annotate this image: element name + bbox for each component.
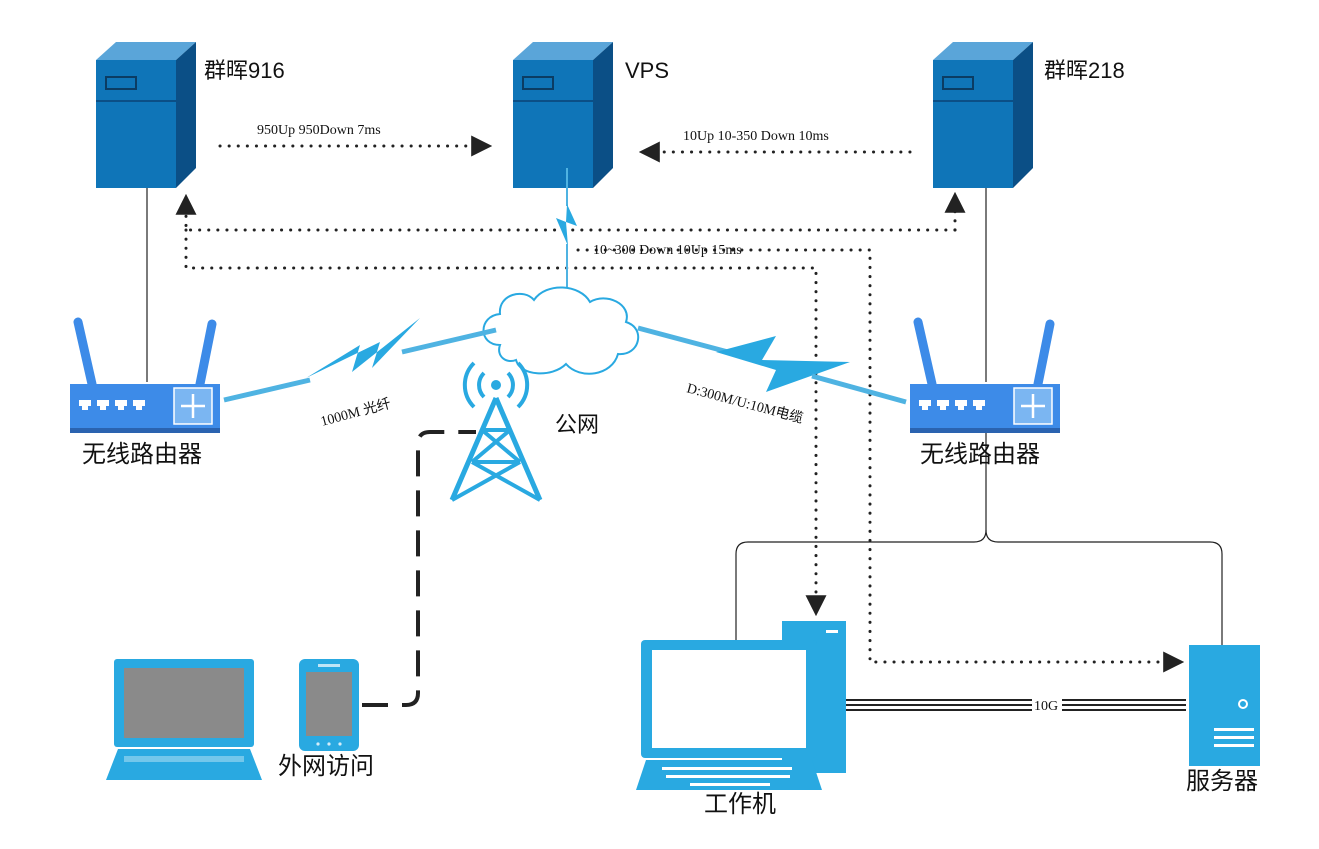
internet-label: 公网 — [555, 412, 599, 437]
vps-server-icon — [513, 42, 613, 188]
router-workstation-line — [735, 432, 987, 645]
fiber-lightning-icon — [223, 318, 497, 403]
nas218-label: 群晖218 — [1044, 58, 1125, 83]
vps-label: VPS — [625, 58, 669, 83]
nas916-nas218-path — [175, 193, 957, 232]
ten-g-link — [846, 699, 1186, 711]
to-server-path — [576, 248, 1185, 673]
nas218-server-icon — [933, 42, 1033, 188]
vps-down-edge-label: 10~300 Down 10Up 15ms — [593, 243, 742, 258]
external-access-label: 外网访问 — [278, 753, 374, 780]
cable-lightning-icon — [637, 325, 907, 405]
external-access-link — [362, 430, 476, 707]
ten-g-edge-label: 10G — [1034, 699, 1058, 714]
cloud-icon — [482, 286, 640, 375]
vps-cloud-lightning-icon — [556, 168, 577, 290]
tablet-icon — [299, 659, 359, 751]
router-right-icon — [910, 317, 1060, 433]
workstation-icon — [636, 621, 846, 790]
ten-g-label-bg — [1032, 697, 1062, 713]
cell-tower-icon — [449, 361, 543, 502]
laptop-icon — [106, 659, 262, 780]
router-left-icon — [70, 317, 220, 433]
nas916-server-icon — [96, 42, 196, 188]
workstation-label: 工作机 — [704, 791, 776, 818]
server-icon — [1189, 645, 1260, 766]
router-server-line — [985, 529, 1223, 645]
fiber-edge-label: 1000M 光纤 — [319, 396, 393, 430]
cable-edge-label: D:300M/U:10M电缆 — [685, 380, 805, 426]
router-left-label: 无线路由器 — [82, 441, 202, 468]
nas218-vps-edge-label: 10Up 10-350 Down 10ms — [683, 129, 829, 144]
router-right-label: 无线路由器 — [920, 441, 1040, 468]
nas916-label: 群晖916 — [204, 58, 285, 83]
server-label: 服务器 — [1186, 768, 1258, 795]
nas916-vps-edge-label: 950Up 950Down 7ms — [257, 123, 381, 138]
to-workstation-path — [184, 228, 827, 617]
